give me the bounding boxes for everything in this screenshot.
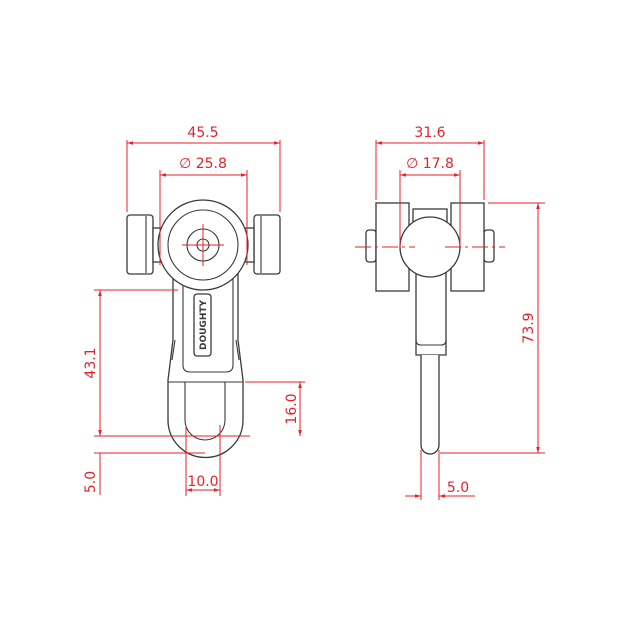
- dim-slot-offset: 5.0: [83, 471, 99, 493]
- dim-overall-width-side: 31.6: [414, 125, 445, 141]
- dim-overall-width-front: 45.5: [187, 125, 218, 141]
- dim-slot-width: 10.0: [187, 474, 218, 490]
- head: [157, 199, 249, 291]
- dim-slot-depth: 16.0: [284, 393, 300, 424]
- front-view: DOUGHTY 45.5 ∅ 25.8 43.1 5.0: [83, 125, 305, 496]
- dim-roller-diameter: ∅ 25.8: [179, 156, 227, 172]
- side-view: 31.6 ∅ 17.8 73.9 5.0: [355, 125, 545, 500]
- dim-pin-width: 5.0: [447, 480, 469, 496]
- body-shank: DOUGHTY: [167, 269, 244, 459]
- dim-overall-height: 73.9: [521, 312, 537, 343]
- dim-body-length: 43.1: [83, 347, 99, 378]
- dim-ball-diameter: ∅ 17.8: [406, 156, 454, 172]
- brand-logo: DOUGHTY: [199, 300, 209, 350]
